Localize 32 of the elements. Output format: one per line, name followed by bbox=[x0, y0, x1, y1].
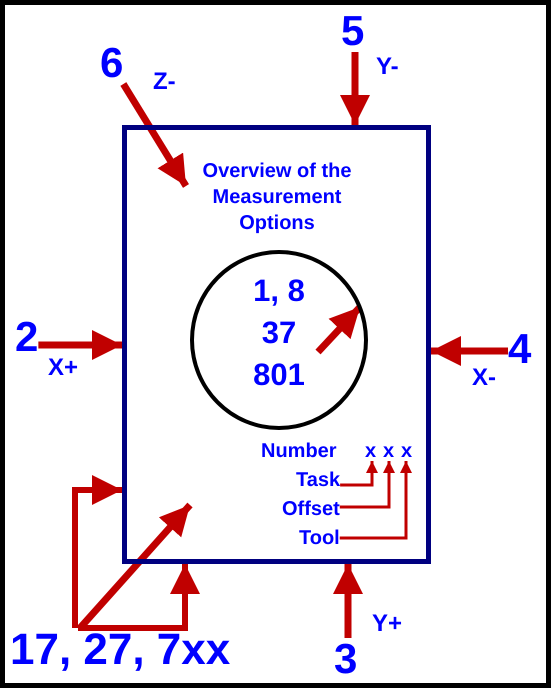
code-caption: Number bbox=[261, 441, 337, 461]
callout-number: 6 bbox=[100, 42, 124, 84]
arrow bbox=[431, 336, 508, 366]
callout-number: 17, 27, 7xx bbox=[10, 628, 230, 672]
heading: Overview of the Measurement Options bbox=[202, 159, 352, 236]
callout-number: 4 bbox=[508, 328, 532, 370]
leader-arrow bbox=[340, 461, 395, 508]
axis-label: Z- bbox=[153, 70, 176, 94]
axis-label: X- bbox=[472, 366, 496, 390]
callout-number: 5 bbox=[341, 10, 364, 52]
arrow bbox=[333, 564, 363, 638]
callout-label: Offset bbox=[282, 499, 340, 519]
arrow bbox=[38, 330, 122, 360]
arrow bbox=[340, 52, 370, 125]
leader-arrow bbox=[340, 461, 378, 486]
measurement-numbers: 1, 8 37 801 bbox=[252, 272, 306, 394]
code-letter: x bbox=[383, 441, 394, 461]
code-letter: x bbox=[365, 441, 376, 461]
circle-outline bbox=[190, 250, 368, 430]
callout-label: Task bbox=[296, 470, 340, 490]
arrow bbox=[120, 82, 189, 188]
leader-arrow bbox=[340, 461, 412, 540]
rectangle-outline bbox=[122, 125, 431, 564]
code-letter: x bbox=[401, 441, 412, 461]
axis-label: Y- bbox=[376, 55, 399, 79]
callout-number: 3 bbox=[334, 638, 358, 680]
arrow bbox=[78, 564, 200, 631]
axis-label: Y+ bbox=[372, 612, 402, 636]
callout-label: Tool bbox=[299, 528, 340, 548]
callout-number: 2 bbox=[15, 316, 38, 358]
axis-label: X+ bbox=[48, 356, 78, 380]
arrow bbox=[72, 475, 122, 628]
